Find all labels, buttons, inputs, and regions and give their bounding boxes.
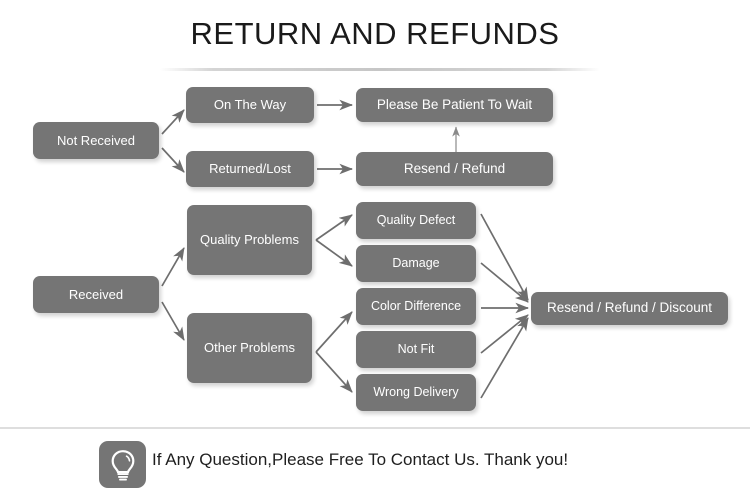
edge-other-problems-color-difference	[315, 311, 353, 353]
node-please-be-patient-to-wait[interactable]: Please Be Patient To Wait	[356, 88, 553, 122]
node-not-received[interactable]: Not Received	[33, 122, 159, 159]
title-divider	[160, 68, 600, 71]
edge-not-fit-final	[480, 314, 529, 354]
node-quality-defect[interactable]: Quality Defect	[356, 202, 476, 239]
footer-contact-text: If Any Question,Please Free To Contact U…	[152, 450, 569, 469]
node-other-problems[interactable]: Other Problems	[187, 313, 312, 383]
edge-received-quality-problems	[161, 247, 185, 287]
node-resend-refund-discount[interactable]: Resend / Refund / Discount	[531, 292, 728, 325]
edge-quality-defect-final	[480, 213, 529, 301]
edge-quality-problems-quality-defect	[315, 214, 353, 241]
node-resend-refund[interactable]: Resend / Refund	[356, 152, 553, 186]
edge-not-received-on-the-way	[161, 109, 185, 135]
footer-divider	[0, 427, 750, 429]
node-color-difference[interactable]: Color Difference	[356, 288, 476, 325]
lightbulb-icon	[99, 441, 146, 488]
node-quality-problems[interactable]: Quality Problems	[187, 205, 312, 275]
edge-wrong-delivery-final	[480, 317, 529, 399]
node-damage[interactable]: Damage	[356, 245, 476, 282]
edge-not-received-returned-lost	[161, 147, 185, 173]
node-received[interactable]: Received	[33, 276, 159, 313]
page-title: RETURN AND REFUNDS	[190, 16, 560, 51]
node-wrong-delivery[interactable]: Wrong Delivery	[356, 374, 476, 411]
edge-received-other-problems	[161, 301, 185, 341]
node-on-the-way[interactable]: On The Way	[186, 87, 314, 123]
edge-quality-problems-damage	[315, 239, 353, 267]
edge-damage-final	[480, 262, 529, 303]
node-returned-lost[interactable]: Returned/Lost	[186, 151, 314, 187]
node-not-fit[interactable]: Not Fit	[356, 331, 476, 368]
edge-other-problems-wrong-delivery	[315, 351, 353, 393]
